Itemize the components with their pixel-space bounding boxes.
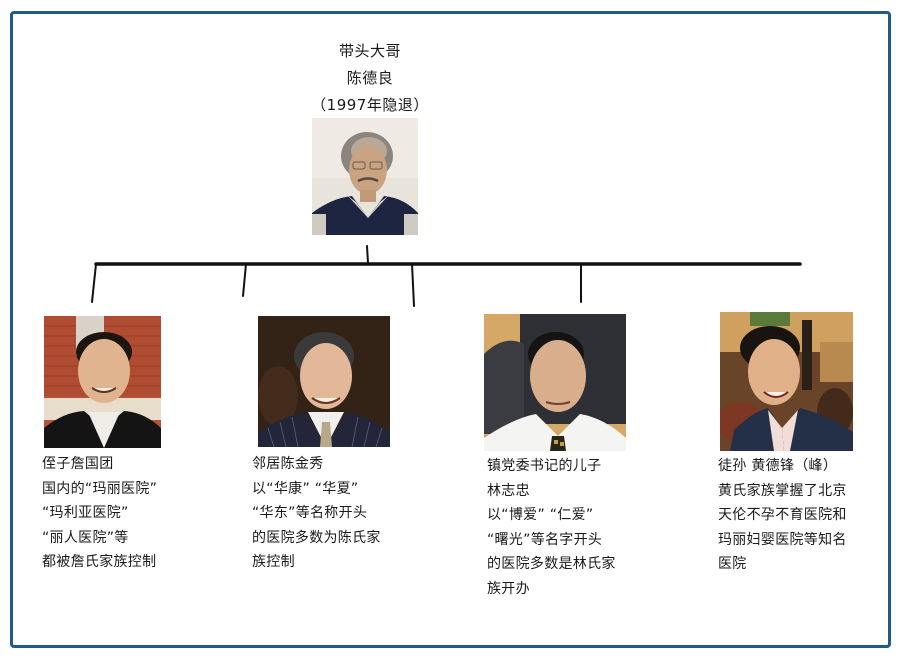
root-node-label: 带头大哥 陈德良 （1997年隐退） (300, 38, 440, 119)
child-4-description: 徒孙 黄德锋（峰） 黄氏家族掌握了北京 天伦不孕不育医院和 玛丽妇婴医院等知名 … (718, 454, 847, 577)
child-2-photo (258, 316, 390, 447)
child-2-name: 邻居陈金秀 (252, 456, 324, 472)
child-4-photo (720, 312, 853, 451)
child-1-photo (44, 316, 161, 448)
child-1-description: 侄子詹国团 国内的“玛丽医院” “玛利亚医院” “丽人医院”等 都被詹氏家族控制 (42, 452, 157, 575)
root-note: （1997年隐退） (311, 96, 429, 114)
root-role: 带头大哥 (338, 42, 401, 60)
child-2-description: 邻居陈金秀 以“华康” “华夏” “华东”等名称开头 的医院多数为陈氏家 族控制 (252, 452, 381, 575)
child-4-name: 徒孙 黄德锋（峰） (718, 458, 838, 474)
child-3-description: 镇党委书记的儿子 林志忠 以“博爱” “仁爱” “曙光”等名字开头 的医院多数是… (487, 454, 616, 601)
root-photo (312, 118, 418, 235)
child-3-name: 镇党委书记的儿子 (487, 458, 602, 474)
child-3-photo (484, 314, 626, 451)
root-name: 陈德良 (346, 69, 394, 87)
child-1-name: 侄子詹国团 (42, 456, 114, 472)
